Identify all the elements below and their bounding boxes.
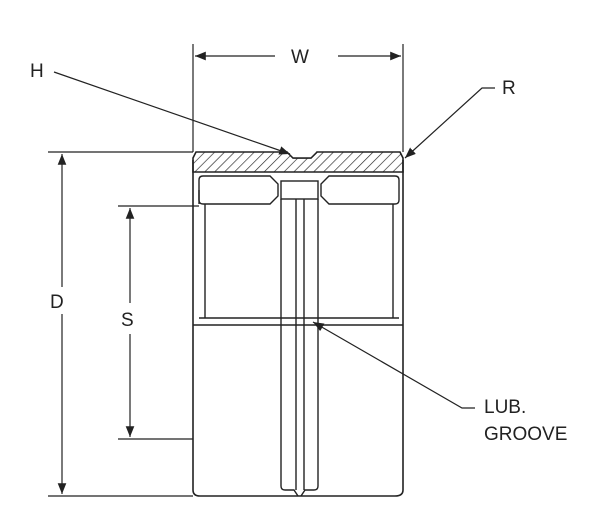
label-d: D <box>50 292 64 313</box>
bearing-outer-body <box>192 160 404 497</box>
label-s: S <box>121 310 134 331</box>
leader-h <box>53 71 291 155</box>
label-groove: GROOVE <box>484 424 568 445</box>
ring-groove <box>286 151 318 159</box>
dimension-w <box>192 44 404 152</box>
leader-r <box>404 87 495 159</box>
dimension-d <box>48 151 193 497</box>
leader-lub-groove <box>312 321 475 409</box>
label-lub: LUB. <box>484 397 527 418</box>
lub-groove-channel <box>280 199 319 497</box>
label-w: W <box>291 47 309 68</box>
label-h: H <box>30 61 44 82</box>
dimension-s <box>118 205 199 440</box>
label-r: R <box>502 78 516 99</box>
cage-rollers <box>198 175 400 319</box>
